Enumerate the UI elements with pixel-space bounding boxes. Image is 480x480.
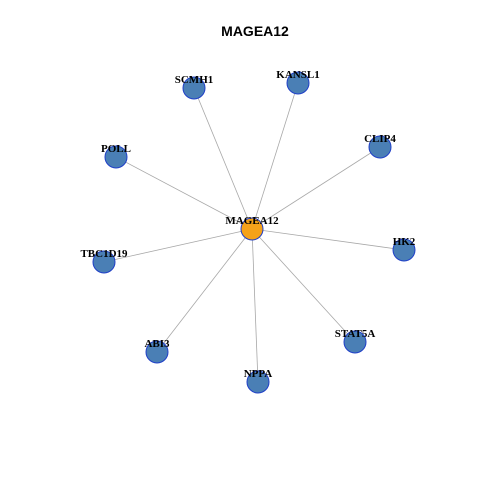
edge-scmh1 [193, 87, 253, 230]
graph-title: MAGEA12 [221, 23, 289, 39]
edge-nppa [251, 228, 259, 383]
node-label-poll: POLL [101, 143, 131, 155]
node-poll [104, 145, 128, 169]
edge-tbc1d19 [103, 228, 253, 263]
node-label-stat5a: STAT5A [335, 328, 376, 340]
node-magea12 [240, 217, 264, 241]
edge-hk2 [251, 228, 405, 251]
node-label-hk2: HK2 [393, 236, 416, 248]
edge-clip4 [251, 146, 381, 230]
node-label-scmh1: SCMH1 [175, 74, 214, 86]
node-label-clip4: CLIP4 [364, 133, 396, 145]
node-stat5a [343, 330, 367, 354]
node-kansl1 [286, 71, 310, 95]
node-label-abi3: ABI3 [144, 338, 170, 350]
node-scmh1 [182, 76, 206, 100]
node-label-magea12: MAGEA12 [225, 215, 279, 227]
node-tbc1d19 [92, 250, 116, 274]
node-clip4 [368, 135, 392, 159]
edge-poll [115, 156, 253, 230]
node-label-tbc1d19: TBC1D19 [80, 248, 128, 260]
node-abi3 [145, 340, 169, 364]
node-nppa [246, 370, 270, 394]
node-label-kansl1: KANSL1 [276, 69, 319, 81]
edge-abi3 [156, 228, 253, 353]
edge-stat5a [251, 228, 356, 343]
node-label-nppa: NPPA [244, 368, 273, 380]
edge-kansl1 [251, 82, 299, 230]
edge-layer [103, 82, 405, 383]
node-hk2 [392, 238, 416, 262]
node-layer [92, 71, 416, 394]
